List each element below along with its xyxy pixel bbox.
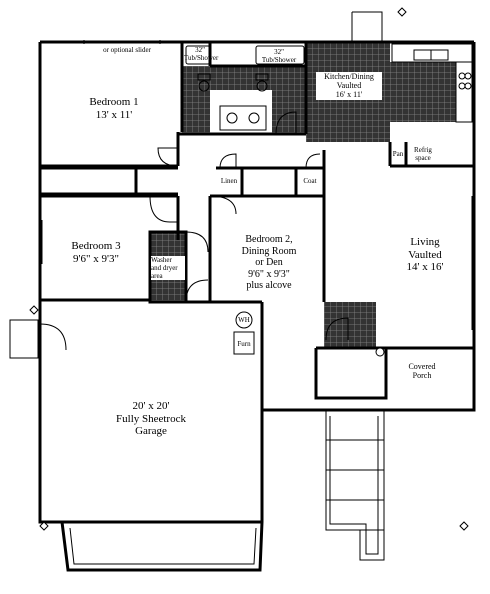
garage-size: 20' x 20' (132, 400, 170, 412)
thin-lines (9, 11, 473, 565)
refrig-line2: space (415, 154, 431, 163)
kitchen-line2: Vaulted (336, 81, 362, 91)
tub1-size: 32" (195, 46, 205, 54)
door-swings (39, 111, 349, 351)
kitchen-size: 16' x 11' (335, 90, 363, 100)
kitchen-label: Kitchen/Dining Vaulted 16' x 11' (316, 72, 382, 100)
bedroom2-label: Bedroom 2, Dining Room or Den 9'6" x 9'3… (226, 234, 312, 292)
refrig-label: Refrig space (408, 146, 438, 162)
refrig-line1: Refrig (414, 146, 432, 154)
tub1-label: 32" Tub/Shower (184, 46, 219, 63)
living-size: 14' x 16' (406, 261, 444, 274)
bedroom1-label: Bedroom 1 13' x 11' (74, 96, 154, 121)
living-name: Living (410, 236, 440, 248)
bedroom2-line1: Bedroom 2, (245, 234, 293, 245)
porch-label: Covered Porch (392, 362, 452, 380)
bedroom3-size: 9'6" x 9'3" (73, 252, 119, 265)
bedroom2-extra: plus alcove (246, 280, 292, 291)
bedroom1-size: 13' x 11' (95, 108, 133, 121)
laundry-line1: Washer (151, 256, 172, 264)
bedroom2-line2: Dining Room (241, 245, 297, 257)
linen-label: Linen (220, 177, 238, 185)
water-heater-label: WH (238, 316, 250, 324)
marker-icons (29, 7, 469, 531)
bedroom2-line3: or Den (255, 257, 283, 268)
living-line2: Vaulted (408, 248, 442, 261)
kitchen-line1: Kitchen/Dining (324, 72, 374, 81)
bedroom3-name: Bedroom 3 (71, 240, 121, 252)
bedroom1-name: Bedroom 1 (89, 96, 139, 108)
tub1-name: Tub/Shower (184, 54, 219, 63)
laundry-line2: and dryer (151, 264, 178, 273)
laundry-label: Washer and dryer area (151, 256, 185, 281)
tub2-size: 32" (274, 48, 284, 56)
pan-label: Pan (392, 150, 404, 158)
bedroom1-note: or optional slider (103, 46, 151, 54)
garage-line2: Fully Sheetrock (116, 412, 186, 425)
tub2-name: Tub/Shower (261, 56, 297, 65)
porch-line2: Porch (412, 371, 432, 381)
furnace-label: Furn (237, 340, 251, 348)
living-label: Living Vaulted 14' x 16' (390, 236, 460, 274)
garage-line3: Garage (135, 425, 167, 438)
bedroom2-size: 9'6" x 9'3" (248, 268, 290, 280)
laundry-line3: area (151, 272, 163, 281)
garage-label: 20' x 20' Fully Sheetrock Garage (96, 400, 206, 438)
bedroom3-label: Bedroom 3 9'6" x 9'3" (56, 240, 136, 265)
coat-label: Coat (303, 177, 317, 185)
porch-line1: Covered (408, 362, 436, 371)
tub2-label: 32" Tub/Shower (256, 48, 302, 64)
